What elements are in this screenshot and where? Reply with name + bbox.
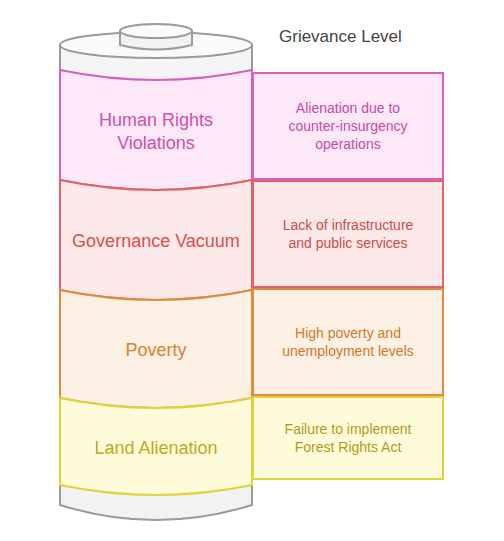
- cylinder-band: Human Rights Violations: [60, 70, 252, 180]
- description-text: Alienation due to counter-insurgency ope…: [276, 99, 420, 154]
- band-outline: [60, 70, 252, 190]
- band-outline: [60, 290, 252, 408]
- description-box: Lack of infrastructure and public servic…: [252, 180, 444, 288]
- band-label: Poverty: [125, 339, 186, 362]
- cylinder-band: Governance Vacuum: [60, 180, 252, 290]
- diagram-title: Grievance Level: [279, 27, 402, 47]
- band-label: Human Rights Violations: [72, 109, 240, 156]
- band-label: Governance Vacuum: [72, 230, 240, 253]
- description-box: Failure to implement Forest Rights Act: [252, 396, 444, 480]
- terminal-top: [120, 24, 192, 38]
- cylinder-band: Poverty: [60, 290, 252, 398]
- band-outline: [60, 398, 252, 495]
- description-box: High poverty and unemployment levels: [252, 288, 444, 396]
- band-outline: [60, 180, 252, 300]
- description-box: Alienation due to counter-insurgency ope…: [252, 72, 444, 180]
- description-text: High poverty and unemployment levels: [276, 324, 420, 360]
- band-label: Land Alienation: [94, 437, 217, 460]
- description-text: Failure to implement Forest Rights Act: [276, 420, 420, 456]
- description-text: Lack of infrastructure and public servic…: [276, 216, 420, 252]
- cylinder-band: Land Alienation: [60, 398, 252, 485]
